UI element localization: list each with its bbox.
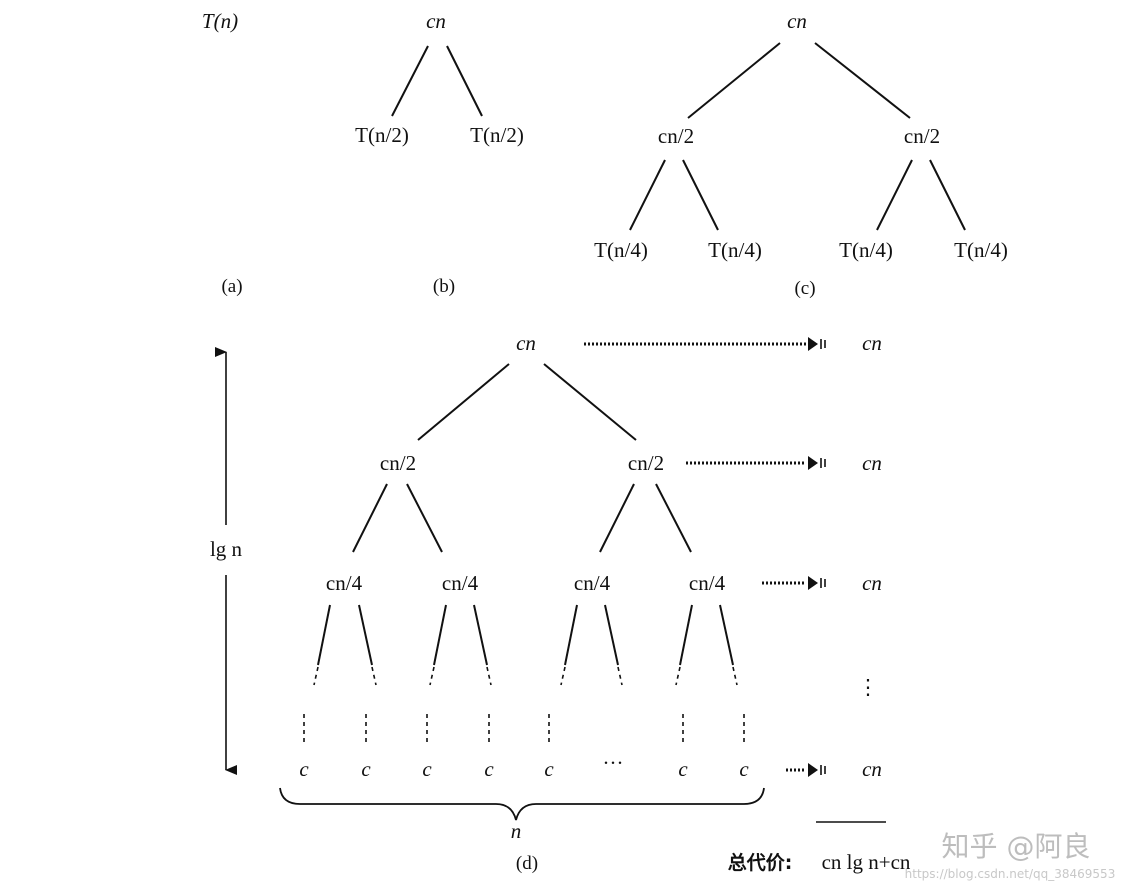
watermark-brand: 知乎 @阿良	[942, 830, 1091, 863]
dash-tail-7	[675, 666, 681, 686]
panel-d-l2-4: cn/4	[689, 571, 726, 595]
cost-arrow-ticks	[820, 339, 826, 775]
leaf-5: c	[544, 757, 554, 781]
leaf-2: c	[361, 757, 371, 781]
dash-tail-8	[732, 666, 738, 686]
panel-d-edges	[317, 363, 734, 666]
leaf-gap-ellipsis: ···	[603, 751, 624, 775]
total-label: 总代价:	[728, 851, 793, 874]
leaf-3: c	[422, 757, 432, 781]
row-cost-ellipsis: ⋮	[858, 675, 879, 699]
width-brace	[279, 787, 765, 821]
row-costs: cn cn cn ⋮ cn	[858, 331, 882, 781]
panel-c: cn cn/2 cn/2 T(n/4) T(n/4) T(n/4) T(n/4)…	[594, 9, 1008, 299]
row-cost-1: cn	[862, 331, 882, 355]
edge-c-r-r	[929, 159, 966, 231]
dash-tail-3	[429, 666, 435, 686]
panel-d-l2-2: cn/4	[442, 571, 479, 595]
edge-d-l1b-l	[599, 483, 635, 553]
panel-b-child-left: T(n/2)	[355, 123, 409, 147]
edge-d-l2-2b	[473, 604, 488, 666]
edge-d-l2-1a	[317, 604, 331, 666]
height-label: lg n	[210, 537, 243, 561]
edge-d-l2-4a	[679, 604, 693, 666]
edge-d-l2-2a	[433, 604, 447, 666]
dash-tail-1	[313, 666, 319, 686]
edge-c-root-right	[814, 42, 911, 119]
panel-b-caption: (b)	[433, 276, 455, 297]
dash-tail-4	[486, 666, 492, 686]
row-cost-2: cn	[862, 451, 882, 475]
edge-b-left	[391, 45, 429, 117]
edge-c-l-r	[682, 159, 719, 231]
panel-c-caption: (c)	[794, 278, 815, 299]
edge-b-right	[446, 45, 483, 117]
edge-d-root-left	[417, 363, 510, 441]
panel-c-l2-4: T(n/4)	[954, 238, 1008, 262]
panel-b-root: cn	[426, 9, 446, 33]
cost-arrowhead-1	[808, 337, 818, 351]
leaf-6: c	[678, 757, 688, 781]
panel-d-dashed-edges	[303, 666, 745, 746]
dash-tail-6	[617, 666, 623, 686]
edge-d-l2-4b	[719, 604, 734, 666]
edge-d-l1a-l	[352, 483, 388, 553]
panel-d-l1-right: cn/2	[628, 451, 664, 475]
cost-arrowhead-3	[808, 576, 818, 590]
dash-tail-5	[560, 666, 566, 686]
edge-d-l1b-r	[655, 483, 692, 553]
panel-c-edges	[629, 42, 966, 231]
leaf-4: c	[484, 757, 494, 781]
edge-d-l1a-r	[406, 483, 443, 553]
panel-d-caption: (d)	[516, 853, 538, 874]
panel-c-l1-left: cn/2	[658, 124, 694, 148]
edge-d-l2-3b	[604, 604, 619, 666]
panel-c-l2-2: T(n/4)	[708, 238, 762, 262]
panel-d-l1-left: cn/2	[380, 451, 416, 475]
cost-arrows	[584, 342, 806, 772]
cost-arrowhead-4	[808, 763, 818, 777]
watermark-url: https://blog.csdn.net/qq_38469553	[905, 867, 1116, 881]
edge-d-root-right	[543, 363, 637, 441]
edge-c-l-l	[629, 159, 666, 231]
panel-d-l2-3: cn/4	[574, 571, 611, 595]
panel-d-l2-1: cn/4	[326, 571, 363, 595]
panel-b	[391, 45, 483, 117]
width-label: n	[511, 819, 522, 843]
cost-arrow-heads	[808, 337, 818, 777]
panel-a-caption: (a)	[221, 276, 242, 297]
total-value: cn lg n+cn	[822, 850, 911, 874]
panel-c-l1-right: cn/2	[904, 124, 940, 148]
panel-d-root: cn	[516, 331, 536, 355]
panel-a-root: T(n)	[202, 9, 238, 33]
leaf-7: c	[739, 757, 749, 781]
edge-d-l2-3a	[564, 604, 578, 666]
panel-b-child-right: T(n/2)	[470, 123, 524, 147]
leaf-1: c	[299, 757, 309, 781]
panel-c-l2-3: T(n/4)	[839, 238, 893, 262]
dash-tail-2	[371, 666, 377, 686]
row-cost-3: cn	[862, 571, 882, 595]
row-cost-4: cn	[862, 757, 882, 781]
cost-arrowhead-2	[808, 456, 818, 470]
panel-c-l2-1: T(n/4)	[594, 238, 648, 262]
panel-a: T(n) (a)	[202, 9, 243, 297]
height-label-text: lg n	[210, 537, 243, 561]
panel-c-root: cn	[787, 9, 807, 33]
edge-c-r-l	[876, 159, 913, 231]
panel-d-nodes: cn cn/2 cn/2 cn/4 cn/4 cn/4 cn/4 c c c c…	[299, 331, 749, 781]
edge-d-l2-1b	[358, 604, 373, 666]
edge-c-root-left	[687, 42, 781, 119]
